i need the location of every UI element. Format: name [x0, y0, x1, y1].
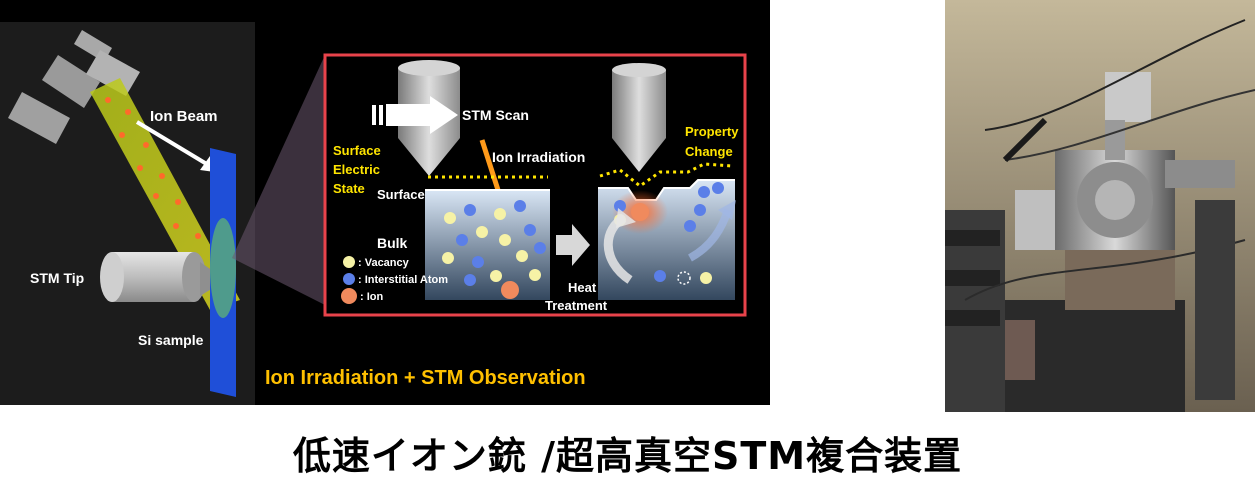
bulk-label: Bulk: [377, 235, 408, 251]
stm-tip-cylinder: [100, 252, 226, 302]
ion-beam-cone: [90, 78, 240, 310]
stm-tip-label: STM Tip: [30, 270, 84, 286]
heat-treatment-line-1: Heat: [568, 280, 597, 295]
ion-irradiation-label: Ion Irradiation: [492, 149, 585, 165]
apparatus-caption: 低速イオン銃 /超高真空STM複合装置: [292, 434, 963, 478]
beam-spot: [210, 218, 236, 318]
surface-state-dots-2: [599, 162, 733, 188]
property-change-line-2: Change: [685, 144, 733, 159]
stm-tip-cone-2: [612, 63, 666, 172]
legend-vacancy-label: : Vacancy: [358, 257, 410, 269]
ion-beam-label: Ion Beam: [150, 108, 218, 125]
stm-tip-cone-1: [398, 60, 460, 176]
legend-interstitial-marker: [343, 273, 355, 285]
surface-electric-state-line-3: State: [333, 181, 365, 196]
diagram-bottom-title: Ion Irradiation + STM Observation: [265, 367, 586, 389]
stm-scan-label: STM Scan: [462, 107, 529, 123]
stm-ion-irradiation-diagram: Ion Beam STM Tip Si sample STM Scan Surf…: [0, 0, 770, 405]
bulk-block-1: [425, 190, 550, 300]
bulk-1-atoms: [442, 200, 546, 299]
ion-gun-icon: [8, 30, 140, 144]
legend-ion-marker: [341, 288, 357, 304]
surface-electric-state-line-2: Electric: [333, 162, 380, 177]
zoom-projection: [232, 55, 325, 305]
surface-label: Surface: [377, 187, 425, 202]
si-sample-label: Si sample: [138, 332, 204, 348]
property-change-line-1: Property: [685, 124, 739, 139]
legend-vacancy-marker: [343, 256, 355, 268]
ion-irradiation-line: [479, 139, 501, 191]
surface-electric-state-line-1: Surface: [333, 143, 381, 158]
stm-scan-arrow-icon: [372, 96, 458, 134]
heat-treatment-line-2: Treatment: [545, 298, 608, 313]
legend-interstitial-label: : Interstitial Atom: [358, 274, 448, 286]
legend-ion-label: : Ion: [360, 291, 383, 303]
legend: : Vacancy : Interstitial Atom : Ion: [341, 256, 448, 304]
apparatus-photo: [945, 0, 1255, 412]
heat-treatment-arrow-icon: [556, 224, 590, 266]
bulk-2-atoms: [614, 182, 724, 285]
